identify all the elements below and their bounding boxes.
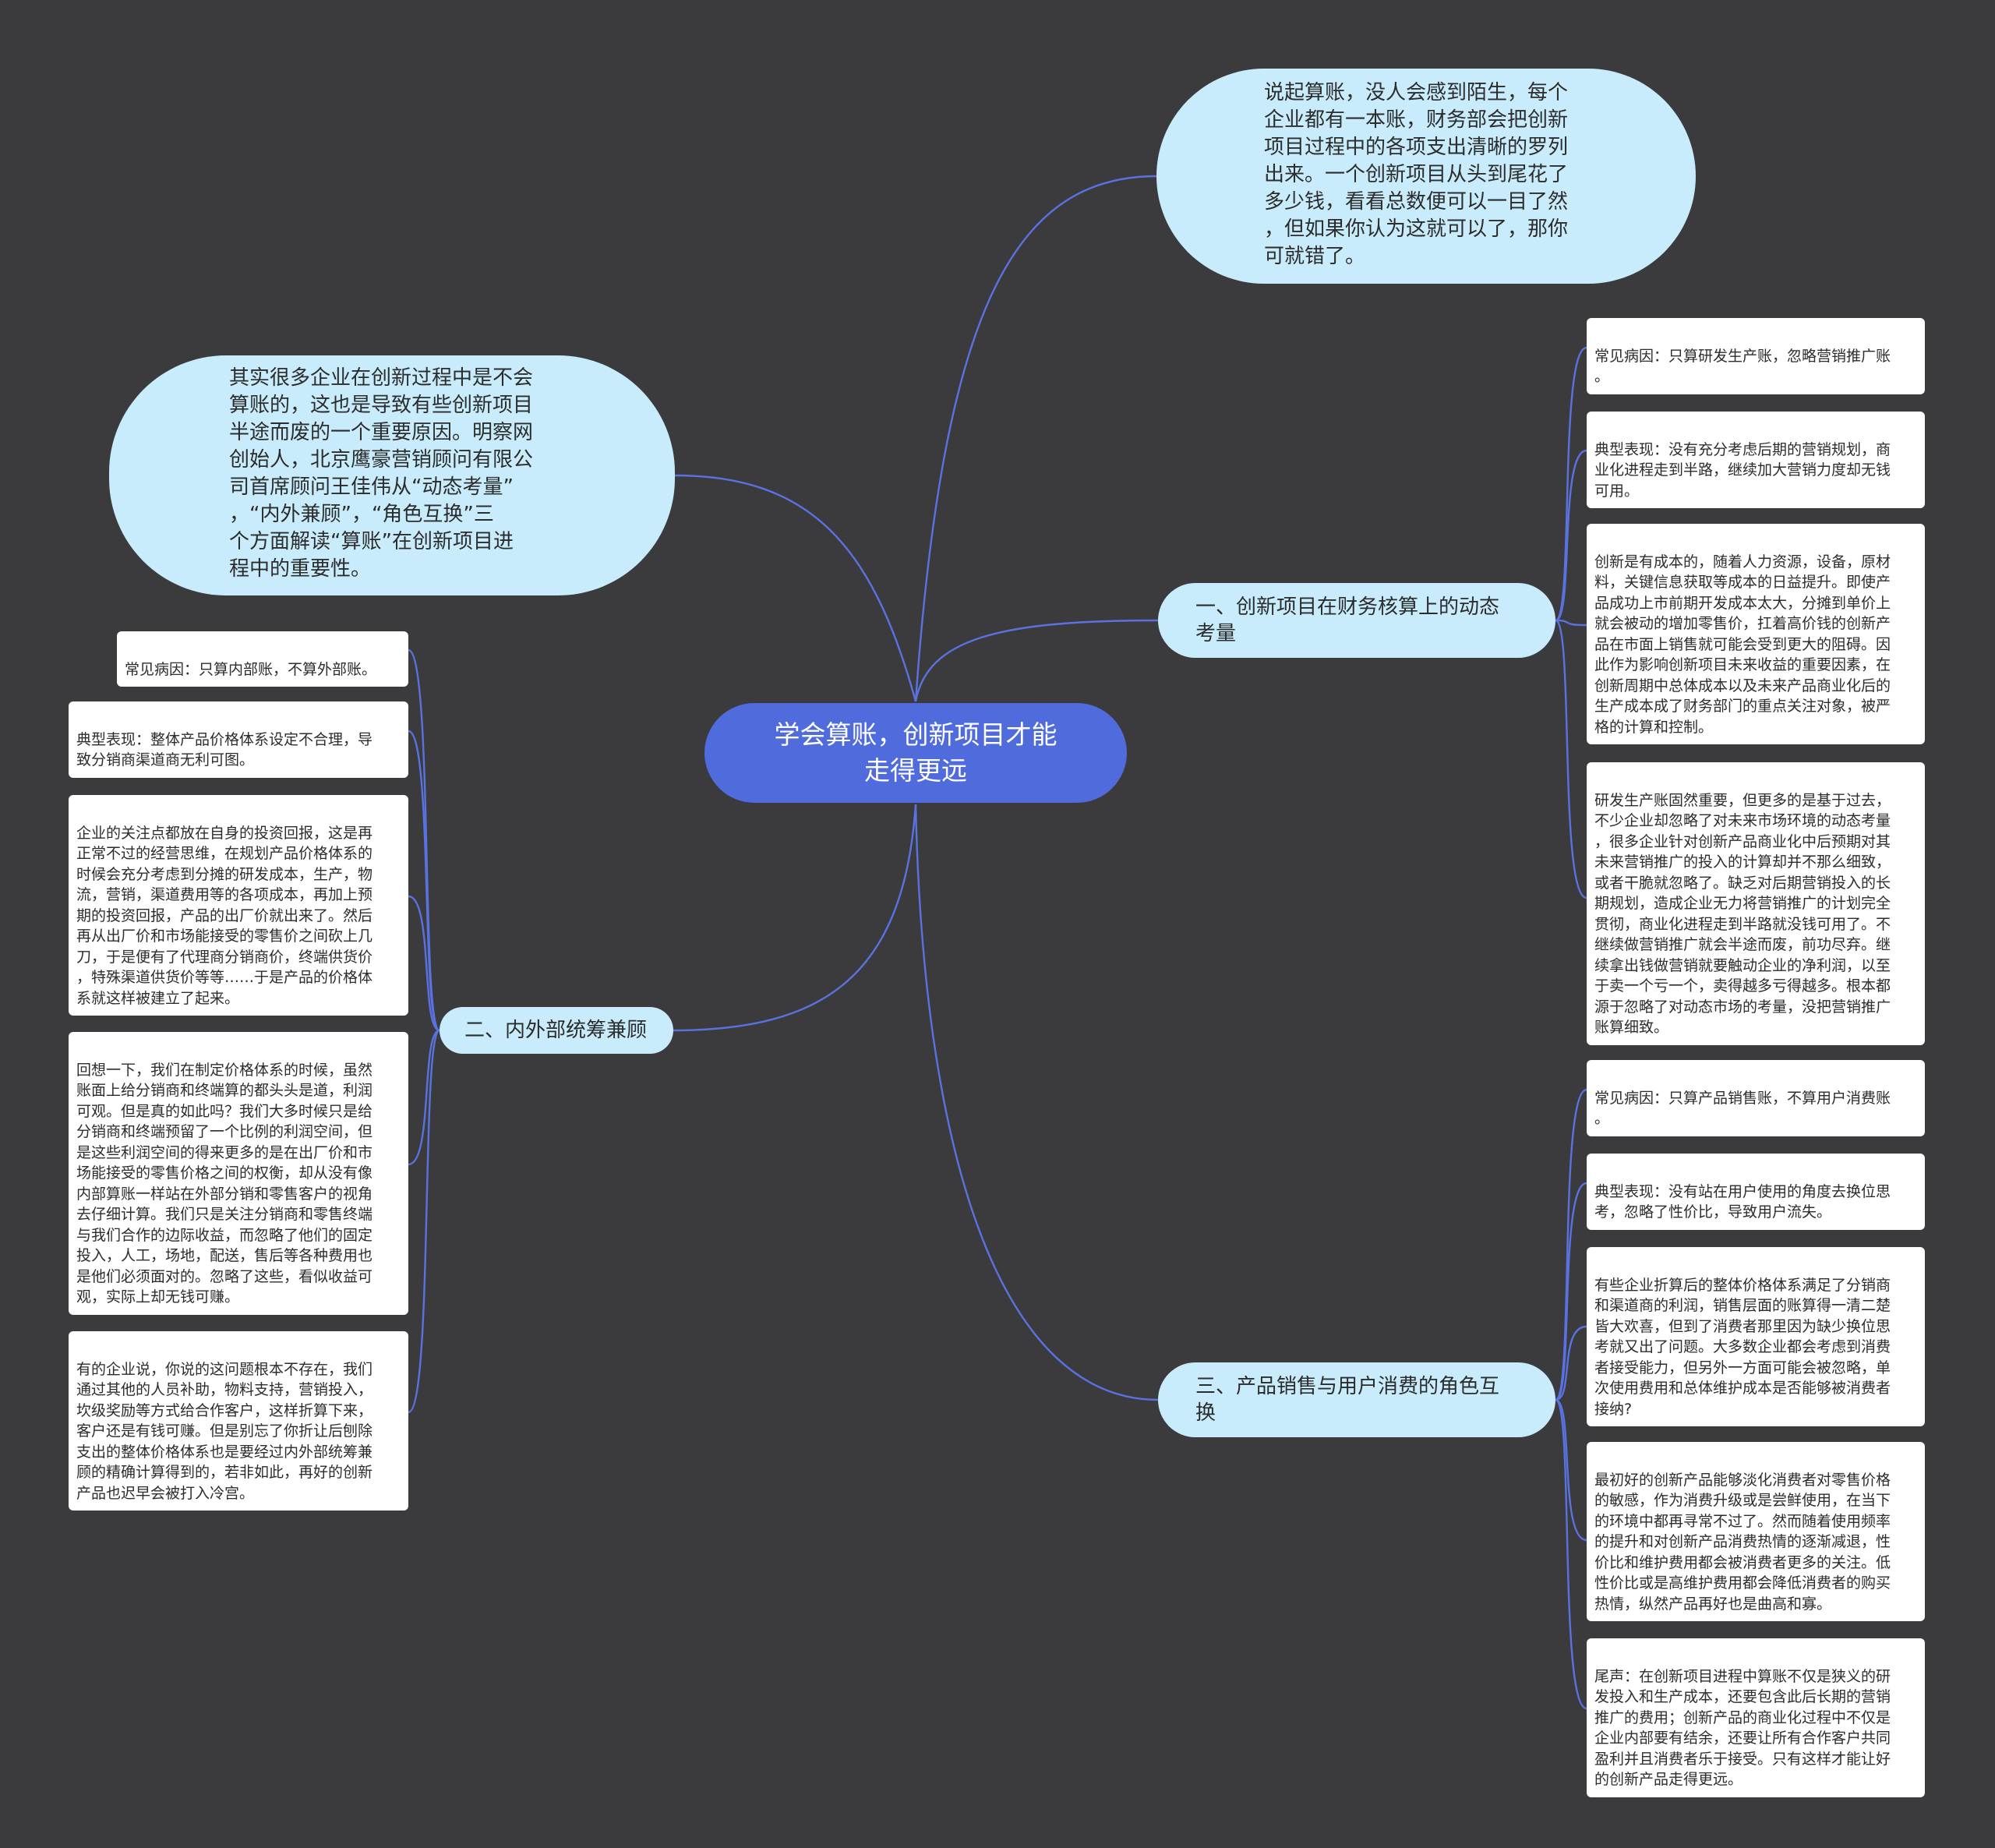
connector-b3-leaf1 <box>1554 1088 1587 1401</box>
b3-leaf-4-text: 最初好的创新产品能够淡化消费者对零售价格 的敏感，作为消费升级或是尝鲜使用，在当… <box>1594 1471 1891 1613</box>
branch-dynamic-cost[interactable]: 一、创新项目在财务核算上的动态 考量 <box>1158 583 1555 658</box>
connector-b3-leaf4 <box>1555 1398 1587 1542</box>
connector-b1-leaf2 <box>1555 449 1587 622</box>
branch-role-swap-label: 三、产品销售与用户消费的角色互 换 <box>1195 1375 1500 1425</box>
b3-leaf-1-text: 常见病因：只算产品销售账，不算用户消费账 。 <box>1594 1089 1891 1128</box>
connector-b2-leaf5 <box>408 1029 441 1414</box>
branch-internal-external-label: 二、内外部统筹兼顾 <box>464 1019 648 1042</box>
intro-bubble-left[interactable]: 其实很多企业在创新过程中是不会 算账的，这也是导致有些创新项目 半途而废的一个重… <box>109 355 675 595</box>
connector-b3-leaf5 <box>1554 1398 1587 1710</box>
b3-leaf-2[interactable]: 典型表现：没有站在用户使用的角度去换位思 考，忽略了性价比，导致用户流失。 <box>1587 1154 1925 1230</box>
intro-bubble-right-text: 说起算账，没人会感到陌生，每个 企业都有一本账，财务部会把创新 项目过程中的各项… <box>1264 81 1569 268</box>
connector-b2-leaf4 <box>408 1029 440 1166</box>
b1-leaf-2[interactable]: 典型表现：没有充分考虑后期的营销规划，商 业化进程走到半路，继续加大营销力度却无… <box>1587 412 1925 508</box>
b1-leaf-4[interactable]: 研发生产账固然重要，但更多的是基于过去， 不少企业却忽略了对未来市场环境的动态考… <box>1587 762 1925 1045</box>
b2-leaf-1-text: 常见病因：只算内部账，不算外部账。 <box>125 660 377 678</box>
connector-b3-leaf3 <box>1555 1325 1587 1401</box>
b2-leaf-1[interactable]: 常见病因：只算内部账，不算外部账。 <box>117 631 408 687</box>
connector-b1-leaf1 <box>1555 346 1587 622</box>
b3-leaf-2-text: 典型表现：没有站在用户使用的角度去换位思 考，忽略了性价比，导致用户流失。 <box>1594 1182 1891 1221</box>
connector-root-branch1 <box>914 619 1159 702</box>
b1-leaf-4-text: 研发生产账固然重要，但更多的是基于过去， 不少企业却忽略了对未来市场环境的动态考… <box>1594 791 1891 1037</box>
connector-root-branch3 <box>914 804 1159 1401</box>
b3-leaf-5[interactable]: 尾声：在创新项目进程中算账不仅是狭义的研 发投入和生产成本，还要包含此后长期的营… <box>1587 1638 1925 1797</box>
branch-dynamic-cost-label: 一、创新项目在财务核算上的动态 考量 <box>1195 595 1500 645</box>
b2-leaf-5-text: 有的企业说，你说的这问题根本不存在，我们 通过其他的人员补助，物料支持，营销投入… <box>76 1360 373 1502</box>
root-topic[interactable]: 学会算账，创新项目才能 走得更远 <box>704 703 1127 803</box>
b3-leaf-1[interactable]: 常见病因：只算产品销售账，不算用户消费账 。 <box>1587 1060 1925 1136</box>
connector-root-intro-left <box>674 474 917 702</box>
connector-root-branch2 <box>673 804 917 1032</box>
intro-bubble-right[interactable]: 说起算账，没人会感到陌生，每个 企业都有一本账，财务部会把创新 项目过程中的各项… <box>1156 69 1696 284</box>
b3-leaf-5-text: 尾声：在创新项目进程中算账不仅是狭义的研 发投入和生产成本，还要包含此后长期的营… <box>1594 1667 1891 1789</box>
connector-b2-leaf2 <box>408 730 441 1032</box>
b1-leaf-3-text: 创新是有成本的，随着人力资源，设备，原材 料，关键信息获取等成本的日益提升。即使… <box>1594 553 1891 736</box>
b3-leaf-3[interactable]: 有些企业折算后的整体价格体系满足了分销商 和渠道商的利润，销售层面的账算得一清二… <box>1587 1247 1925 1426</box>
b2-leaf-4-text: 回想一下，我们在制定价格体系的时候，虽然 账面上给分销商和终端算的都头头是道，利… <box>76 1061 373 1306</box>
b2-leaf-2[interactable]: 典型表现：整体产品价格体系设定不合理，导 致分销商渠道商无利可图。 <box>69 701 408 778</box>
connector-b2-leaf3 <box>408 895 440 1032</box>
connector-b3-leaf2 <box>1555 1182 1587 1401</box>
b2-leaf-5[interactable]: 有的企业说，你说的这问题根本不存在，我们 通过其他的人员补助，物料支持，营销投入… <box>69 1331 408 1511</box>
b3-leaf-4[interactable]: 最初好的创新产品能够淡化消费者对零售价格 的敏感，作为消费升级或是尝鲜使用，在当… <box>1587 1442 1925 1621</box>
connector-root-intro-right <box>914 175 1157 702</box>
intro-bubble-left-text: 其实很多企业在创新过程中是不会 算账的，这也是导致有些创新项目 半途而废的一个重… <box>229 366 534 581</box>
b1-leaf-1-text: 常见病因：只算研发生产账，忽略营销推广账 。 <box>1594 347 1891 386</box>
branch-role-swap[interactable]: 三、产品销售与用户消费的角色互 换 <box>1158 1362 1555 1437</box>
b2-leaf-3-text: 企业的关注点都放在自身的投资回报，这是再 正常不过的经营思维，在规划产品价格体系… <box>76 824 373 1007</box>
b1-leaf-3[interactable]: 创新是有成本的，随着人力资源，设备，原材 料，关键信息获取等成本的日益提升。即使… <box>1587 524 1925 744</box>
b1-leaf-2-text: 典型表现：没有充分考虑后期的营销规划，商 业化进程走到半路，继续加大营销力度却无… <box>1594 440 1891 500</box>
connector-b1-leaf4 <box>1555 619 1587 899</box>
b3-leaf-3-text: 有些企业折算后的整体价格体系满足了分销商 和渠道商的利润，销售层面的账算得一清二… <box>1594 1276 1891 1418</box>
connector-b1-leaf3 <box>1555 619 1587 627</box>
branch-internal-external[interactable]: 二、内外部统筹兼顾 <box>440 1007 673 1054</box>
b1-leaf-1[interactable]: 常见病因：只算研发生产账，忽略营销推广账 。 <box>1587 318 1925 394</box>
b2-leaf-2-text: 典型表现：整体产品价格体系设定不合理，导 致分销商渠道商无利可图。 <box>76 730 373 769</box>
b2-leaf-4[interactable]: 回想一下，我们在制定价格体系的时候，虽然 账面上给分销商和终端算的都头头是道，利… <box>69 1032 408 1315</box>
root-topic-label: 学会算账，创新项目才能 走得更远 <box>774 719 1058 786</box>
b2-leaf-3[interactable]: 企业的关注点都放在自身的投资回报，这是再 正常不过的经营思维，在规划产品价格体系… <box>69 795 408 1016</box>
